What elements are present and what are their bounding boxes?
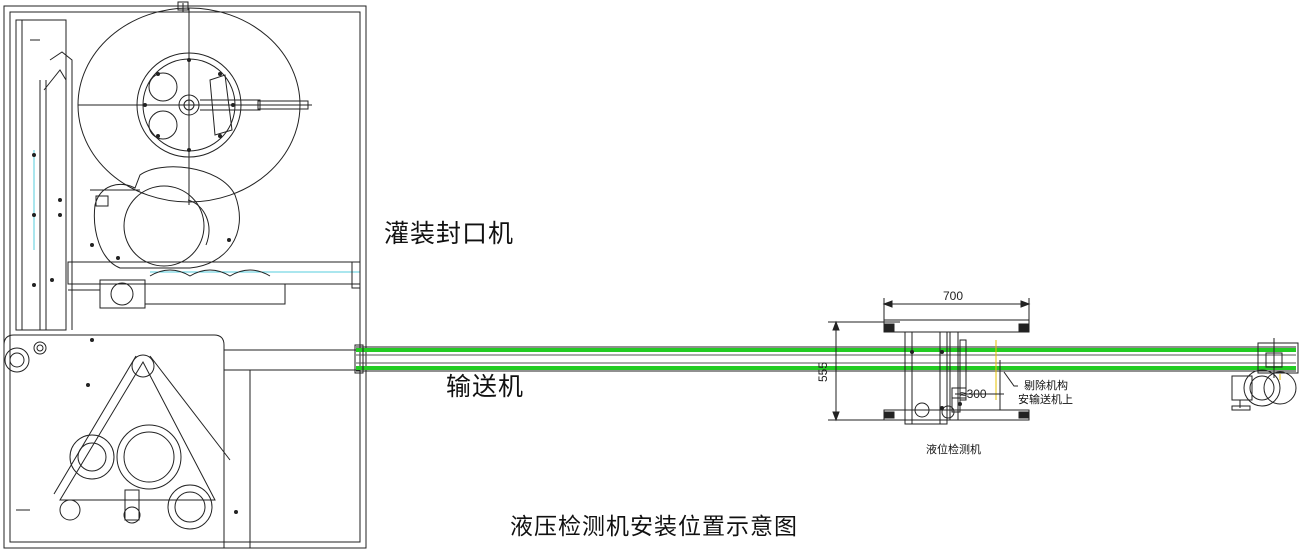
conveyor-label: 输送机: [446, 372, 525, 401]
filling-sealing-machine-label: 灌装封口机: [384, 219, 515, 248]
dimension-300-label: ≈300: [960, 387, 987, 401]
dimension-555: [828, 320, 900, 422]
level-detector: [883, 319, 1030, 425]
reject-mechanism-label-line1: 剔除机构: [1024, 379, 1068, 392]
filling-machine: [3, 1, 367, 549]
dimension-700-label: 700: [943, 289, 964, 303]
dimension-555-label: 555: [816, 361, 830, 382]
conveyor: [354, 338, 1299, 411]
reject-mechanism-label-line2: 安输送机上: [1018, 393, 1073, 406]
dimension-700: [882, 298, 1031, 320]
level-detector-label: 液位检测机: [926, 443, 981, 456]
diagram-title: 液压检测机安装位置示意图: [510, 514, 798, 540]
